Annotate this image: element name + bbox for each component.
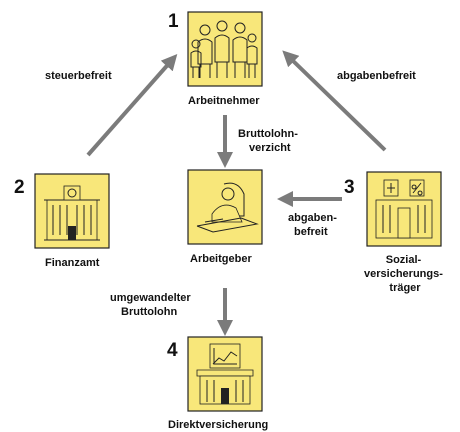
edge-label-steuerbefreit: steuerbefreit: [45, 70, 112, 82]
node-arbeitnehmer: 1 Arbeitnehmer: [168, 11, 263, 107]
node-label-sozialversicherung: Sozial- versicherungs- träger: [364, 254, 446, 294]
node-label-finanzamt: Finanzamt: [45, 257, 100, 269]
arrow-finanzamt-to-arbeitnehmer: [86, 54, 178, 157]
node-finanzamt: 2 Finanzamt: [14, 173, 110, 269]
edge-label-abgabenbefreit-mid: abgaben- befreit: [288, 212, 340, 238]
edge-label-bruttolohnverzicht: Bruttolohn- verzicht: [238, 128, 301, 154]
node-direktversicherung: 4 Direktversicherung: [167, 336, 268, 431]
node-label-direktversicherung: Direktversicherung: [168, 419, 268, 431]
insurance-building-icon: [196, 343, 254, 405]
node-number-4: 4: [167, 340, 178, 361]
workers-icon: [190, 20, 258, 78]
manager-at-desk-icon: [196, 182, 259, 233]
edge-label-abgabenbefreit-top: abgabenbefreit: [337, 70, 416, 82]
node-number-1: 1: [168, 11, 179, 32]
arrow-sozial-to-arbeitnehmer: [282, 50, 387, 152]
node-number-3: 3: [344, 177, 355, 198]
node-arbeitgeber: Arbeitgeber: [187, 169, 263, 265]
node-label-arbeitgeber: Arbeitgeber: [190, 253, 252, 265]
node-number-2: 2: [14, 177, 25, 198]
node-sozialversicherung: 3 Sozial- versicherungs- träger: [344, 171, 446, 294]
hospital-building-icon: [375, 179, 433, 239]
edge-label-umgewandelter-bruttolohn: umgewandelter Bruttolohn: [110, 292, 194, 318]
government-building-icon: [44, 185, 100, 241]
node-label-arbeitnehmer: Arbeitnehmer: [188, 95, 260, 107]
